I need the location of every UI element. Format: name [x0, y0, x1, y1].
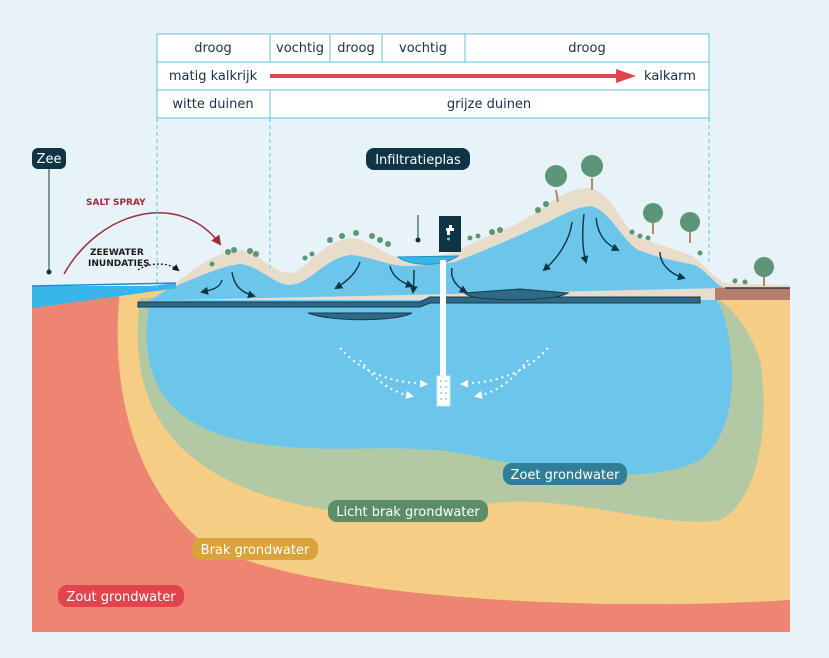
salt-spray-label: SALT SPRAY [86, 198, 146, 208]
calcium-gradient-arrowhead [616, 69, 636, 83]
table-row1-cell-5: droog [568, 41, 605, 56]
groundwater-flow-arrows [200, 213, 686, 299]
licht-brak-label-pill: Licht brak grondwater [328, 500, 488, 522]
zeewater-inundaties-label-line2: INUNDATIES [88, 259, 150, 269]
clay-lens-right [464, 288, 570, 301]
zeewater-inundaties-label-line1: ZEEWATER [90, 248, 144, 258]
well-filter-icon [436, 375, 451, 407]
well-inflow-arrows [339, 347, 549, 399]
table-row2-right: kalkarm [644, 69, 696, 84]
zoet-label-pill: Zoet grondwater [503, 463, 627, 485]
dune-properties-table: droog vochtig droog vochtig droog matig … [156, 33, 710, 119]
licht-brak-label: Licht brak grondwater [336, 505, 480, 520]
zee-callout: Zee [32, 148, 66, 275]
table-guide-lines [156, 118, 710, 288]
brak-label: Brak grondwater [201, 543, 310, 558]
clay-layers [137, 288, 701, 321]
dune-groundwater [176, 206, 725, 300]
vegetation-icon [209, 201, 748, 285]
brak-label-pill: Brak grondwater [192, 538, 318, 560]
clay-layer-main [137, 296, 701, 308]
inundation-arrow [137, 263, 180, 272]
table-row1-cell-1: droog [194, 41, 231, 56]
sea-water [32, 283, 178, 308]
infiltratieplas-label: Infiltratieplas [375, 153, 461, 168]
table-row2-left: matig kalkrijk [169, 69, 258, 84]
infiltratieplas-callout: Infiltratieplas [366, 148, 470, 170]
zout-label: Zout grondwater [66, 590, 176, 605]
salt-spray-arrow [63, 212, 222, 275]
zout-label-pill: Zout grondwater [58, 585, 184, 607]
topsoil-strip [715, 288, 790, 300]
table-row1-cell-2: vochtig [276, 41, 324, 56]
tree-icon [545, 155, 774, 286]
table-row1-cell-4: vochtig [399, 41, 447, 56]
table-row3-cell-1: witte duinen [172, 97, 253, 112]
zee-label: Zee [37, 152, 62, 167]
table-row3-cell-2: grijze duinen [447, 97, 531, 112]
sea-surface-line [31, 282, 177, 287]
clay-lens-left [307, 312, 413, 321]
zoet-label: Zoet grondwater [511, 468, 621, 483]
underground-layers [32, 286, 791, 632]
extraction-well [415, 215, 461, 407]
table-row1-cell-3: droog [337, 41, 374, 56]
